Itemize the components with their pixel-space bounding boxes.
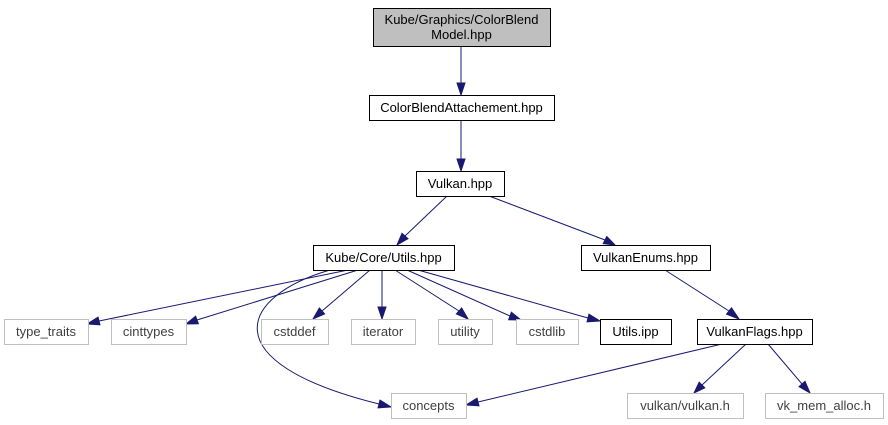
node-box [697,319,813,345]
edge-arrowhead [798,380,812,395]
edges-layer [85,46,812,409]
node-colorblendattachement[interactable]: ColorBlendAttachement.hpp [369,95,555,121]
node-label: Utils.ipp [612,324,658,339]
edge-arrowhead [507,311,523,321]
node-cstdlib: cstdlib [516,319,579,345]
node-label: VulkanEnums.hpp [593,250,698,265]
edge-colorblendmodel-to-colorblendattachement [456,46,466,97]
edge-arrowhead [725,307,741,321]
edge-line [394,269,460,312]
node-box [261,319,329,345]
node-label: Kube/Core/Utils.hpp [325,250,441,265]
edge-utils-to-type_traits [85,269,349,326]
edge-utils-to-utils_ipp [417,269,602,323]
node-box [111,319,187,345]
edge-line [404,195,448,237]
edge-vulkanflags-to-vk_mem_alloc [767,343,812,395]
edge-arrowhead [456,82,466,97]
edge-utils-to-utility [394,269,470,321]
node-label: Model.hpp [431,27,492,42]
node-label: ColorBlendAttachement.hpp [380,100,543,115]
node-box [765,393,884,419]
edge-utils-to-cstddef [311,269,371,321]
edge-arrowhead [456,158,466,173]
edge-line [664,269,730,312]
node-label: Kube/Graphics/ColorBlend [385,12,539,27]
edge-colorblendattachement-to-vulkan [456,120,466,173]
node-box [373,8,551,47]
edge-arrowhead [692,381,706,395]
edge-arrowhead [311,307,326,321]
node-box [313,245,455,271]
edge-arrowhead [602,235,617,246]
edge-arrowhead [464,397,480,407]
edge-arrowhead [377,399,393,409]
node-box [351,319,416,345]
edge-line [417,269,589,319]
edge-arrowhead [586,313,602,323]
edge-line [406,269,511,317]
edge-line [701,343,747,386]
edge-utils-to-cinttypes [184,269,359,325]
node-box [627,393,744,419]
node-label: cstdlib [529,324,566,339]
node-box [369,95,555,121]
node-iterator: iterator [351,319,416,345]
edge-vulkan-to-vulkanenums [488,195,617,246]
node-label: vulkan/vulkan.h [640,398,730,413]
node-label: utility [450,324,480,339]
node-label: iterator [363,324,404,339]
edge-utils-to-iterator [377,270,387,321]
node-vulkan[interactable]: Vulkan.hpp [416,171,505,197]
node-box [581,245,711,271]
node-utils[interactable]: Kube/Core/Utils.hpp [313,245,455,271]
node-label: type_traits [16,324,76,339]
node-utils-ipp[interactable]: Utils.ipp [600,319,672,345]
node-box [600,319,672,345]
edge-line [488,195,606,241]
edge-arrowhead [395,232,409,247]
node-box [416,171,505,197]
nodes-layer: Kube/Graphics/ColorBlendModel.hppColorBl… [4,8,884,419]
node-cinttypes: cinttypes [111,319,187,345]
node-type-traits: type_traits [4,319,89,345]
node-label: cinttypes [123,324,175,339]
node-vulkan-h: vulkan/vulkan.h [627,393,744,419]
node-cstddef: cstddef [261,319,329,345]
edge-line [477,343,723,403]
edge-line [767,343,803,385]
node-label: concepts [402,398,455,413]
edge-line [256,269,380,405]
edge-arrowhead [455,307,470,321]
edge-arrowhead [85,316,101,326]
edge-vulkan-to-utils [395,195,448,247]
node-box [391,393,467,419]
node-label: vk_mem_alloc.h [777,398,871,413]
edge-arrowhead [184,315,200,325]
node-box [4,319,89,345]
node-box [438,319,493,345]
node-concepts: concepts [391,393,467,419]
edge-line [98,269,349,322]
edge-arrowhead [377,306,387,321]
node-box [516,319,579,345]
edge-utils-to-cstdlib [406,269,523,321]
node-label: cstddef [274,324,316,339]
node-vulkanenums[interactable]: VulkanEnums.hpp [581,245,711,271]
node-vulkanflags[interactable]: VulkanFlags.hpp [697,319,813,345]
edge-utils-to-concepts [256,269,393,409]
node-utility: utility [438,319,493,345]
edge-vulkanflags-to-vulkan_h [692,343,747,395]
node-label: VulkanFlags.hpp [706,324,802,339]
node-vk-mem-alloc: vk_mem_alloc.h [765,393,884,419]
node-label: Vulkan.hpp [428,176,493,191]
edge-line [321,269,371,312]
edge-vulkanenums-to-vulkanflags [664,269,741,321]
edge-vulkanflags-to-concepts [464,343,723,407]
